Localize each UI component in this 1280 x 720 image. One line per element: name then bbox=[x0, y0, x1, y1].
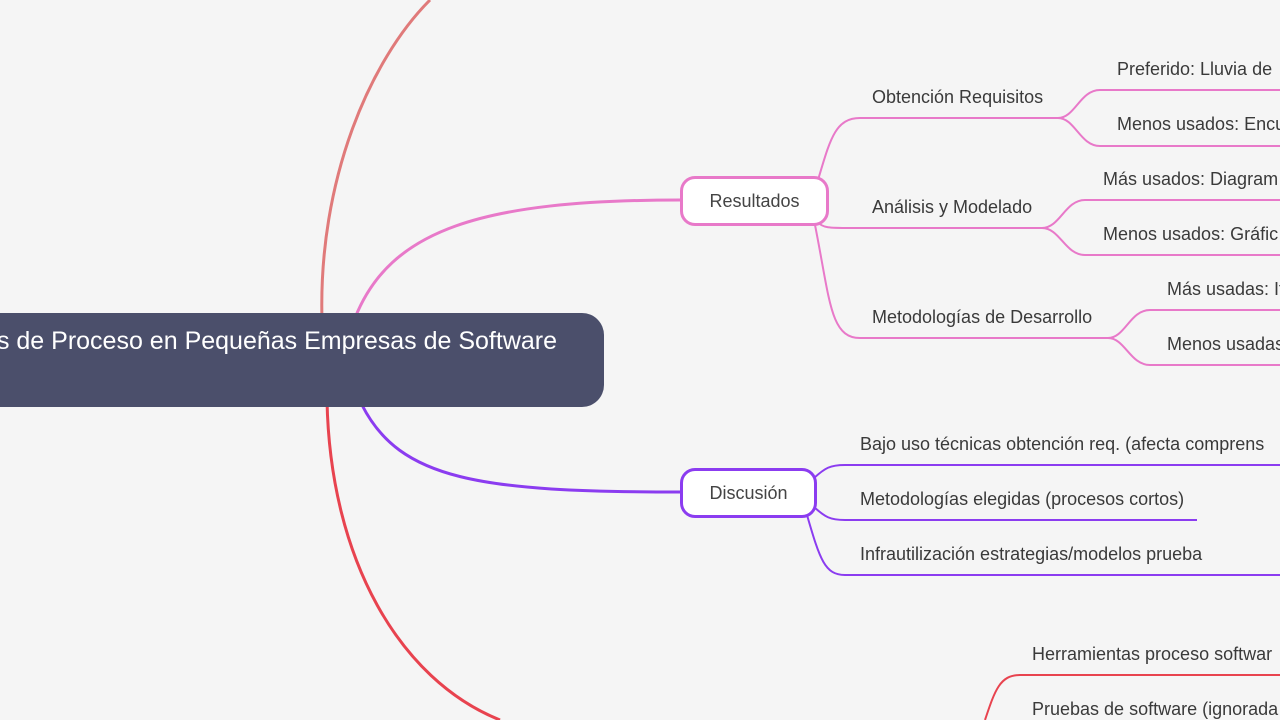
discusion-topic[interactable]: Bajo uso técnicas obtención req. (afecta… bbox=[860, 434, 1265, 454]
resultados-node[interactable]: Resultados bbox=[680, 176, 829, 226]
subtopic[interactable]: Menos usados: Gráfic bbox=[1103, 224, 1279, 244]
discusion-topic[interactable]: Infrautilización estrategias/modelos pru… bbox=[860, 544, 1203, 564]
topic-obtencion-requisitos[interactable]: Obtención Requisitos bbox=[872, 87, 1044, 107]
top-branch-line bbox=[320, 0, 432, 321]
discusion-node[interactable]: Discusión bbox=[680, 468, 817, 518]
resultados-line bbox=[353, 198, 681, 319]
subtopic[interactable]: Más usadas: It bbox=[1167, 279, 1280, 299]
topic-analisis-modelado[interactable]: Análisis y Modelado bbox=[872, 197, 1033, 217]
subtopic[interactable]: Menos usadas bbox=[1167, 334, 1280, 354]
subtopic[interactable]: Preferido: Lluvia de bbox=[1117, 59, 1273, 79]
resultados-label: Resultados bbox=[709, 190, 800, 211]
root-title: s de Proceso en Pequeñas Empresas de Sof… bbox=[0, 327, 557, 355]
bottom-topic[interactable]: Herramientas proceso softwar bbox=[1032, 644, 1273, 664]
subtopic[interactable]: Menos usados: Encu bbox=[1117, 114, 1280, 134]
topic-metodologias[interactable]: Metodologías de Desarrollo bbox=[872, 307, 1093, 327]
discusion-topic[interactable]: Metodologías elegidas (procesos cortos) bbox=[860, 489, 1185, 509]
root-node[interactable]: s de Proceso en Pequeñas Empresas de Sof… bbox=[0, 313, 604, 407]
bottom-branch-line bbox=[325, 399, 501, 720]
bottom-topic[interactable]: Pruebas de software (ignorada bbox=[1032, 699, 1279, 719]
discusion-line bbox=[360, 404, 681, 494]
discusion-label: Discusión bbox=[709, 482, 788, 503]
subtopic[interactable]: Más usados: Diagram bbox=[1103, 169, 1279, 189]
